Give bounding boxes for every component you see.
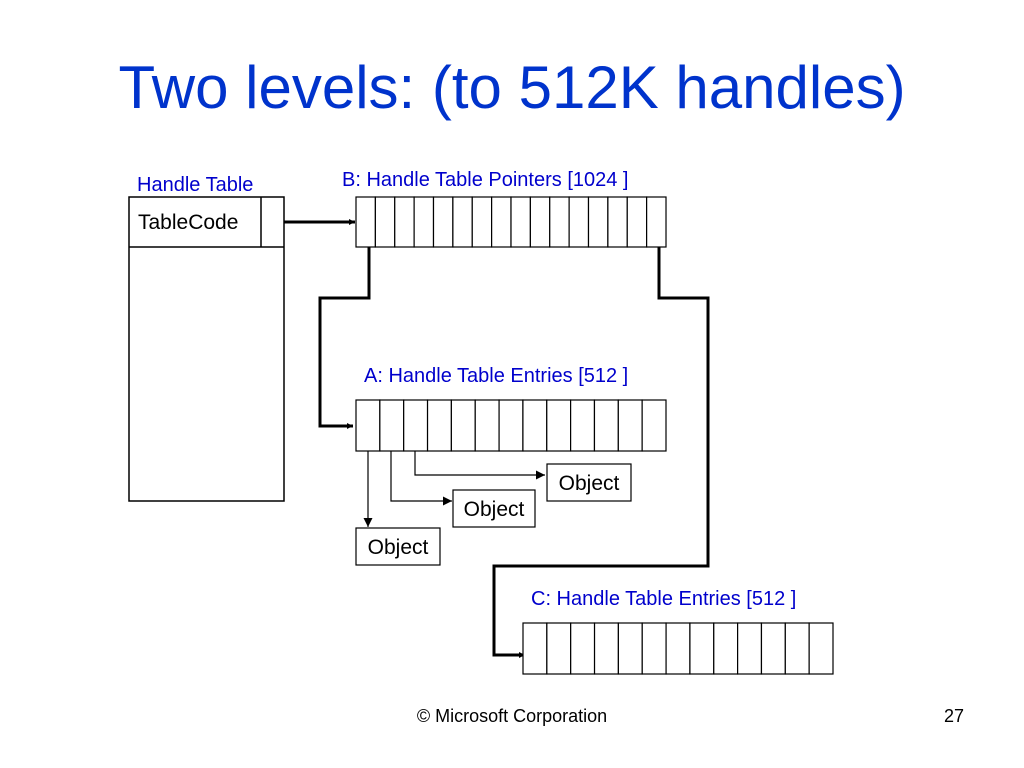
entry-c-cell-2 [546,622,572,675]
entries-c-cells [522,622,834,675]
entry-c-cell-12 [784,622,810,675]
footer-copyright: © Microsoft Corporation [416,706,608,726]
entry-a-cell-1 [355,399,381,452]
entry-a-cell-2 [379,399,405,452]
page-number: 27 [943,706,964,726]
entry-c-cell-8 [689,622,715,675]
entry-c-cell-9 [713,622,739,675]
pointer-cell-3 [394,196,415,248]
entry-c-cell-10 [737,622,763,675]
entry-a-cell-8 [522,399,548,452]
pointers-to-entries-a-connector [318,247,371,429]
pointer-cell-7 [471,196,493,248]
pointer-cell-11 [549,196,570,248]
pointer-cell-14 [607,196,628,248]
handle-table-label: Handle Table [137,174,253,196]
entry-c-cell-4 [593,622,619,675]
slide-title: Two levels: (to 512K handles) [118,54,906,121]
pointers-table-cells [355,196,667,248]
pointer-cell-5 [432,196,454,248]
entry-a-cell-7 [498,399,524,452]
pointer-cell-15 [626,196,648,248]
pointer-cell-2 [374,196,396,248]
pointer-cell-10 [529,196,551,248]
object-box-1 [546,463,632,502]
entry-c-cell-7 [665,622,691,675]
entry-a-cell-10 [570,399,596,452]
entries-a-cells [355,399,667,452]
pointer-cell-1 [355,196,376,248]
pointer-cell-9 [510,196,531,248]
entry-a-cell-9 [546,399,572,452]
entries-c-label: C: Handle Table Entries [512 ] [531,588,796,610]
pointers-to-entries-c-connector [492,247,710,658]
entry-a-cell-5 [450,399,476,452]
tablecode-field: TableCode [138,211,238,234]
entry-to-object-arrow-2 [390,451,452,506]
entry-c-cell-5 [617,622,643,675]
entry-a-cell-3 [403,399,429,452]
pointer-cell-12 [568,196,590,248]
pointer-cell-8 [491,196,512,248]
object-box-2 [452,489,536,528]
entry-a-cell-13 [641,399,667,452]
pointer-cell-13 [587,196,609,248]
entry-a-cell-4 [426,399,452,452]
entries-a-label: A: Handle Table Entries [512 ] [364,365,628,387]
object-label-2: Object [464,498,525,521]
entry-c-cell-13 [808,622,834,675]
pointer-cell-6 [452,196,473,248]
object-label-3: Object [368,536,429,559]
entry-a-cell-12 [617,399,643,452]
entry-to-object-arrow-1 [414,451,545,480]
entry-c-cell-1 [522,622,548,675]
object-box-3 [355,527,441,566]
entry-c-cell-3 [570,622,596,675]
handle-table-diagram: Handle Table TableCode B: Handle Table P… [128,169,834,675]
pointer-cell-4 [413,196,435,248]
entry-c-cell-11 [760,622,786,675]
object-label-1: Object [559,472,620,495]
pointer-cell-16 [646,196,667,248]
entry-a-cell-11 [593,399,619,452]
entry-a-cell-6 [474,399,500,452]
entry-c-cell-6 [641,622,667,675]
pointers-table-label: B: Handle Table Pointers [1024 ] [342,169,628,191]
